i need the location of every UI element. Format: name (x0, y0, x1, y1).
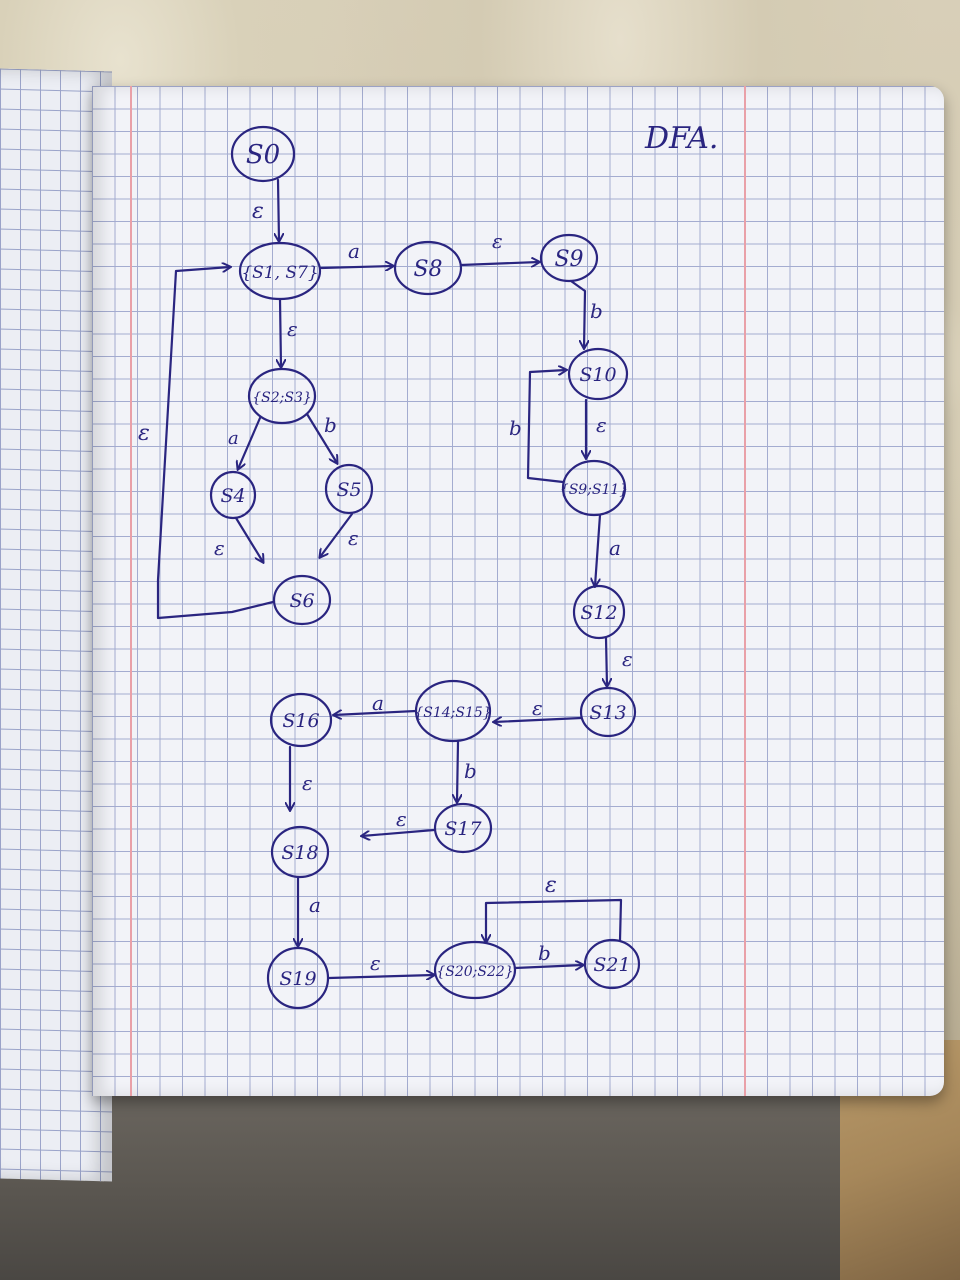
edge-s10-s9s11-label: ε (596, 413, 607, 437)
edge-s19-s20s22-label: ε (370, 951, 381, 975)
edge-s14s15-s17-label: b (464, 759, 477, 783)
edge-s1s7-s2s3-label: ε (287, 317, 298, 341)
state-s13: S13 (579, 686, 637, 738)
state-s2-s3: {S2;S3} (247, 367, 317, 425)
right-margin-line (744, 86, 746, 1096)
state-s6: S6 (272, 574, 332, 626)
edge-s17-out-label: ε (396, 807, 407, 831)
state-s17: S17 (433, 802, 493, 854)
edge-s21-s20s22-label: ε (545, 873, 557, 898)
edge-s5-s6: ε (320, 512, 359, 557)
state-s18: S18 (270, 825, 330, 879)
state-s1-s7: {S1, S7} (238, 241, 322, 301)
edge-s21-s20s22: ε (486, 873, 623, 942)
state-s14-s15-label: {S14;S15} (414, 705, 491, 721)
edge-s1s7-s8: a (319, 239, 393, 268)
state-s13-label: S13 (589, 702, 626, 724)
state-s10: S10 (567, 347, 629, 401)
state-s16-label: S16 (282, 710, 319, 732)
edge-s9-s10-label: b (590, 299, 603, 323)
edge-s18-s19-label: a (309, 893, 321, 917)
edge-s16-s18-label: ε (302, 771, 313, 795)
state-s10-label: S10 (579, 364, 616, 386)
state-s19: S19 (266, 946, 330, 1010)
edge-s0-s1s7-label: ε (252, 199, 264, 224)
state-s2-s3-label: {S2;S3} (252, 390, 312, 406)
edge-s14s15-s16: a (334, 691, 418, 715)
state-s14-s15: {S14;S15} (414, 679, 492, 743)
left-margin-line (130, 86, 132, 1096)
edge-s12-s13-label: ε (622, 647, 633, 671)
edge-s6-s1s7-label: ε (138, 421, 150, 446)
edge-s2s3-s5-label: b (324, 413, 337, 437)
edge-s13-s14s15: ε (494, 696, 583, 722)
state-s6-label: S6 (289, 590, 314, 612)
edge-s14s15-s16-label: a (372, 691, 384, 715)
state-s20-s22: {S20;S22} (433, 940, 517, 1000)
edge-s20s22-s21: b (513, 941, 583, 968)
state-s8-label: S8 (413, 257, 442, 282)
state-s0: S0 (230, 125, 296, 183)
edge-s9s11-s12: a (595, 513, 621, 586)
edge-s19-s20s22: ε (327, 951, 434, 978)
edge-s0-s1s7: ε (252, 178, 279, 241)
edge-s1s7-s2s3: ε (280, 297, 298, 367)
lap-fabric (0, 1060, 960, 1280)
edge-s6-s1s7: ε (138, 267, 275, 620)
state-s20-s22-label: {S20;S22} (436, 964, 513, 980)
edge-s8-s9: ε (459, 229, 539, 265)
edge-s9-s10: b (569, 279, 603, 348)
state-s4-label: S4 (220, 485, 245, 507)
state-s9-s11-label: {S9;S11} (560, 482, 628, 498)
state-s19-label: S19 (279, 968, 316, 990)
edge-s9s11-s10: b (509, 370, 566, 484)
edge-s18-s19: a (298, 876, 321, 946)
state-s12: S12 (572, 584, 626, 640)
edge-s5-s6-label: ε (348, 526, 359, 550)
diagram-title: DFA. (644, 121, 718, 156)
state-s4: S4 (209, 470, 257, 520)
state-s9-label: S9 (554, 247, 583, 272)
state-s5: S5 (324, 463, 374, 515)
notebook-page (92, 86, 944, 1096)
edge-s4-s6: ε (214, 516, 263, 562)
edge-s16-s18: ε (290, 745, 313, 810)
edge-s17-out: ε (362, 807, 436, 836)
state-s0-label: S0 (246, 140, 280, 170)
edge-s12-s13: ε (606, 636, 633, 686)
edge-s1s7-s8-label: a (348, 239, 360, 263)
state-s1-s7-label: {S1, S7} (241, 263, 318, 283)
edge-s9s11-s12-label: a (609, 536, 621, 560)
state-s5-label: S5 (336, 479, 361, 501)
edge-s13-s14s15-label: ε (532, 696, 543, 720)
state-s9: S9 (539, 233, 599, 283)
edge-s20s22-s21-label: b (538, 941, 551, 965)
edge-s2s3-s4: a (228, 416, 262, 469)
state-s12-label: S12 (580, 602, 617, 624)
state-s8: S8 (393, 240, 463, 296)
state-s21: S21 (583, 938, 641, 990)
edge-s2s3-s5: b (305, 412, 337, 463)
edge-s14s15-s17: b (457, 740, 477, 802)
state-s17-label: S17 (444, 818, 482, 840)
state-s21-label: S21 (593, 954, 630, 976)
edge-s4-s6-label: ε (214, 536, 225, 560)
state-s18-label: S18 (281, 842, 318, 864)
edge-s9s11-s10-label: b (509, 416, 522, 440)
edge-s8-s9-label: ε (492, 229, 503, 253)
edge-s2s3-s4-label: a (228, 428, 239, 449)
state-s16: S16 (269, 692, 333, 748)
edge-s10-s9s11: ε (586, 398, 607, 458)
state-s9-s11: {S9;S11} (560, 459, 628, 517)
